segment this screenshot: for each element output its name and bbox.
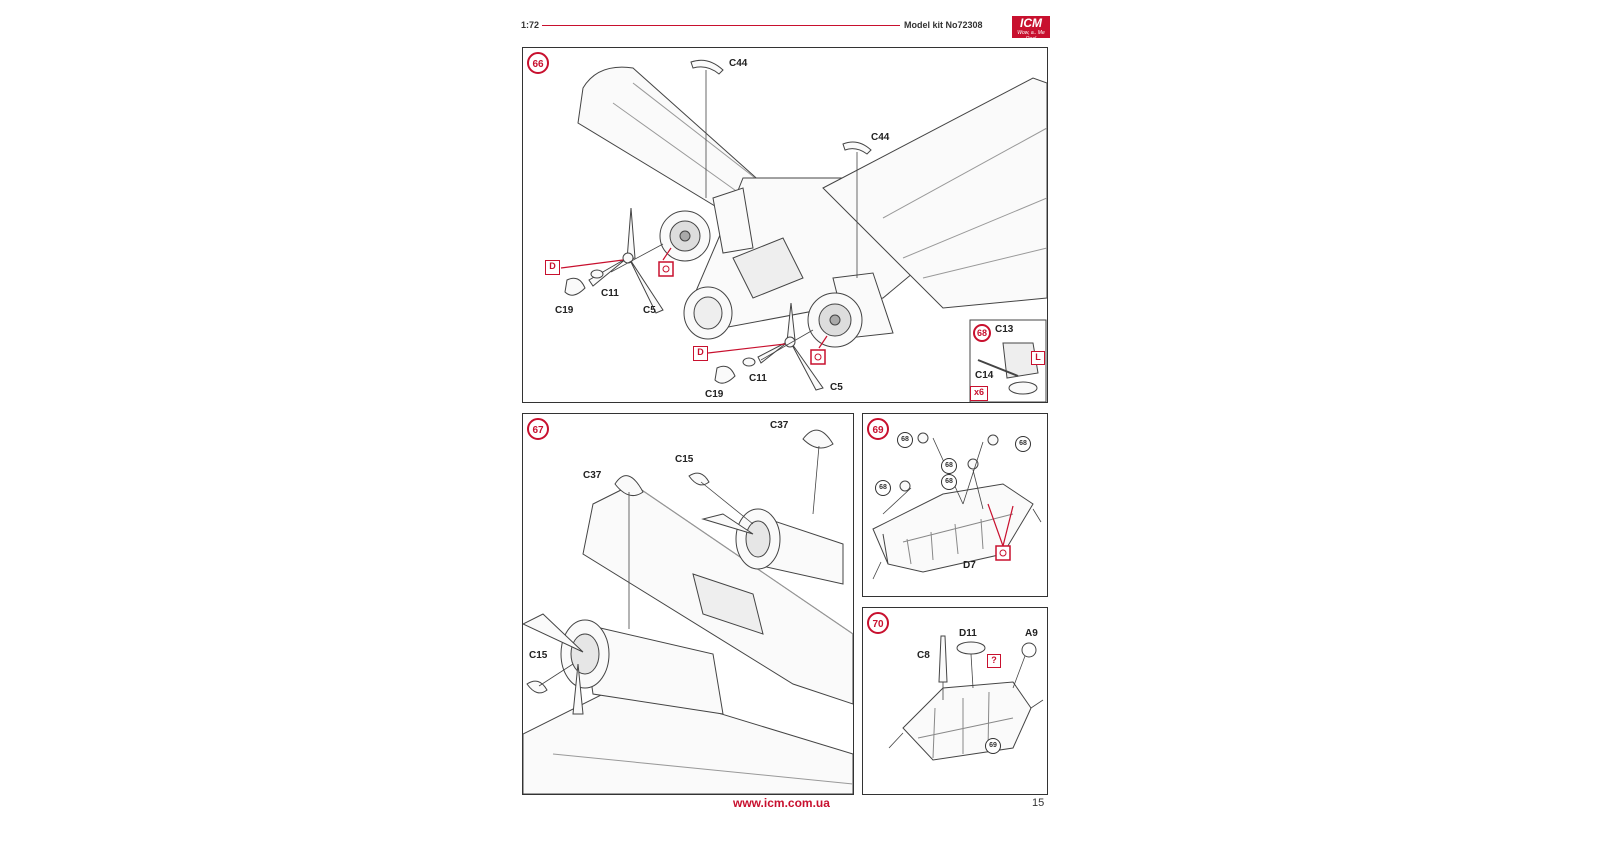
ref-step-68-b: 68	[1015, 436, 1031, 452]
glue-icons	[658, 261, 826, 365]
part-label-c5a: C5	[643, 305, 656, 316]
part-label-c11a: C11	[601, 288, 619, 299]
part-label-c8: C8	[917, 650, 930, 661]
ref-step-68-c: 68	[941, 458, 957, 474]
part-label-c13: C13	[995, 324, 1014, 335]
part-label-c37b: C37	[583, 470, 602, 481]
part-label-c44b: C44	[871, 132, 890, 143]
logo-sub: Wow, a.. Me Real	[1017, 30, 1045, 42]
step-70-panel: 70 C8 D11 A9 ? 69	[862, 607, 1048, 795]
part-label-c5b: C5	[830, 382, 843, 393]
decal-l-box: L	[1031, 351, 1045, 365]
glue-icon	[995, 545, 1011, 561]
step-66-number: 66	[527, 52, 549, 74]
part-label-d7: D7	[963, 560, 976, 571]
step-69-number: 69	[867, 418, 889, 440]
ref-step-68-e: 68	[941, 474, 957, 490]
part-label-c19a: C19	[555, 305, 574, 316]
footer-url[interactable]: www.icm.com.ua	[733, 796, 830, 810]
step-66-illustration	[560, 59, 1047, 402]
step-66-panel: 66 C44 C44 D C11 C19 C5 D C11 C19 C5 68 …	[522, 47, 1048, 403]
header-rule	[542, 25, 900, 26]
ref-step-68-a: 68	[897, 432, 913, 448]
icm-logo: ICM Wow, a.. Me Real	[1012, 16, 1050, 42]
ref-step-69: 69	[985, 738, 1001, 754]
step-67-panel: 67 C37 C37 C15 C15	[522, 413, 854, 795]
decal-d-box-1: D	[545, 260, 560, 275]
page-number: 15	[1032, 797, 1045, 809]
part-label-c15b: C15	[529, 650, 548, 661]
ref-step-68-d: 68	[875, 480, 891, 496]
step-69-panel: 69 68 68 68 68 68 D7	[862, 413, 1048, 597]
part-label-c11b: C11	[749, 373, 767, 384]
step-67-number: 67	[527, 418, 549, 440]
quantity-x6-box: x6	[970, 386, 988, 401]
part-label-c44a: C44	[729, 58, 748, 69]
step-69-illustration	[872, 432, 1042, 580]
logo-main: ICM	[1020, 16, 1042, 30]
header-scale: 1:72	[521, 20, 540, 30]
step-67-illustration	[523, 429, 853, 794]
part-label-a9: A9	[1025, 628, 1038, 639]
step-70-number: 70	[867, 612, 889, 634]
step-68-number: 68	[973, 324, 991, 342]
part-label-c14: C14	[975, 370, 994, 381]
header-kit-number: Model kit No72308	[904, 20, 983, 30]
step-70-illustration	[888, 635, 1044, 761]
decal-question-box: ?	[987, 654, 1001, 668]
decal-d-box-2: D	[693, 346, 708, 361]
part-label-c19b: C19	[705, 389, 724, 400]
part-label-d11: D11	[959, 628, 977, 639]
part-label-c37a: C37	[770, 420, 789, 431]
part-label-c15a: C15	[675, 454, 694, 465]
